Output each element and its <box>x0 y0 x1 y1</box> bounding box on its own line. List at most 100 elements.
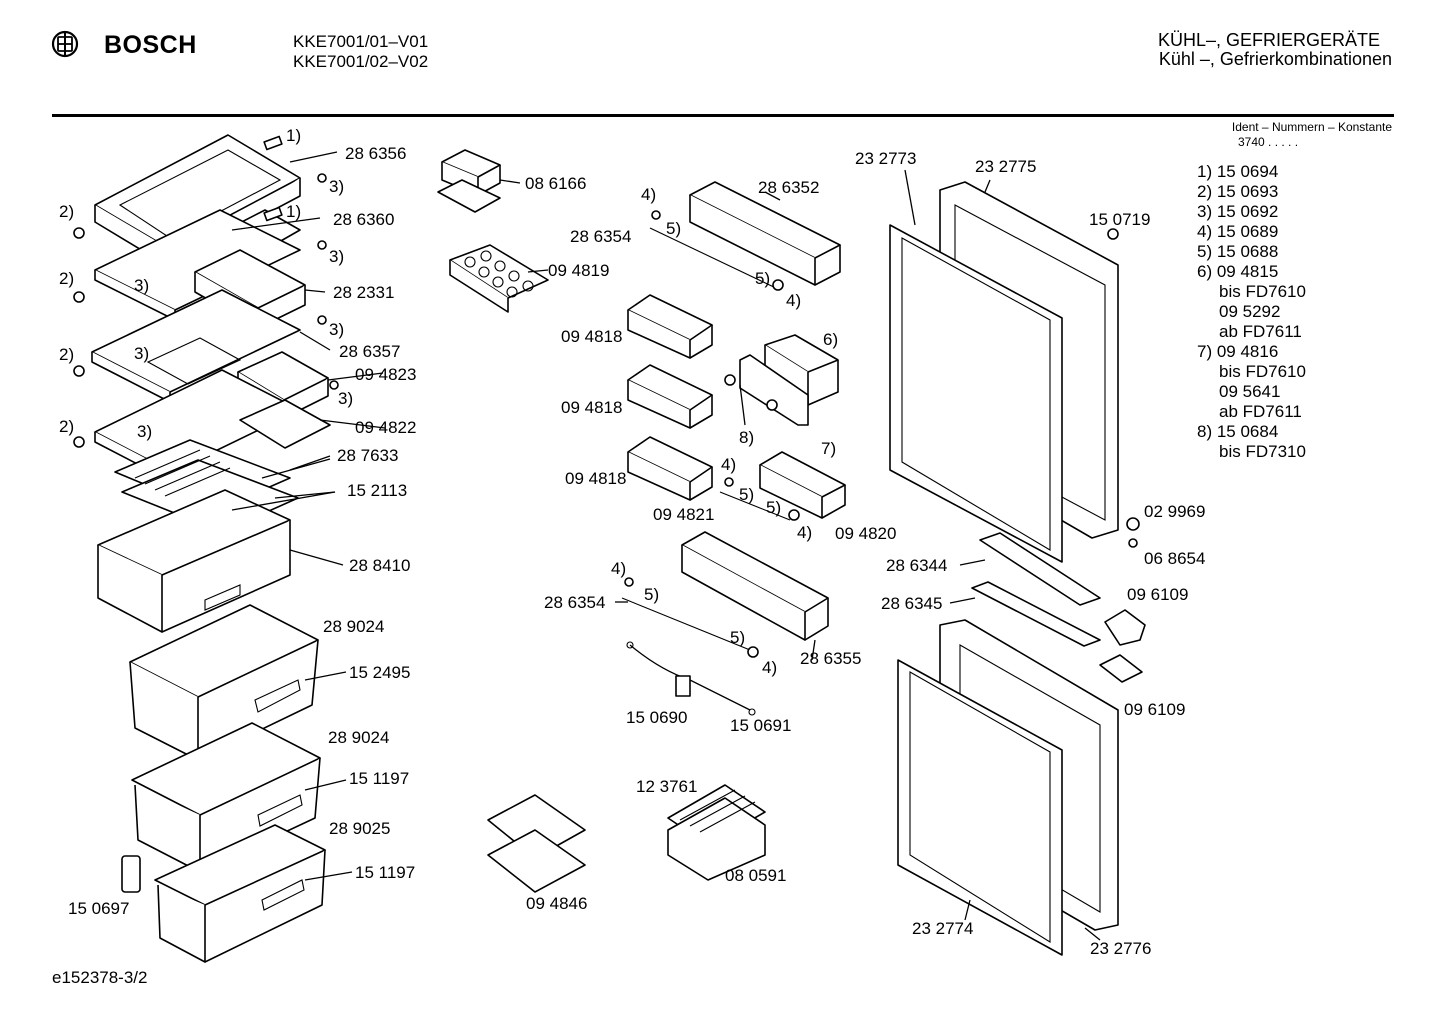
legend: 1) 15 0694 2) 15 0693 3) 15 0692 4) 15 0… <box>1197 162 1306 462</box>
part-label: 15 0697 <box>68 899 130 918</box>
model-number-1: KKE7001/01–V01 <box>293 32 429 51</box>
part-label: 23 2774 <box>912 919 974 938</box>
drawing-id: e152378-3/2 <box>52 968 148 987</box>
part-label: 28 9024 <box>328 728 390 747</box>
drawer-handle-part <box>121 855 141 893</box>
ref-marker: 4) <box>797 523 813 542</box>
part-label: 09 6109 <box>1127 585 1189 604</box>
ref-marker: 4) <box>762 658 778 677</box>
ice-cube-tray <box>667 784 766 881</box>
ref-marker: 1) <box>286 126 302 145</box>
part-label: 28 6354 <box>544 593 606 612</box>
hinge-bracket <box>1099 609 1146 683</box>
part-label: 28 6356 <box>345 144 407 163</box>
part-label: 06 8654 <box>1144 549 1206 568</box>
ref-marker: 2) <box>59 269 75 288</box>
ref-marker: 3) <box>134 344 150 363</box>
legend-item: 09 5641 <box>1219 382 1281 401</box>
category-title: KÜHL–, GEFRIERGERÄTE <box>1157 30 1380 50</box>
legend-item: ab FD7611 <box>1219 322 1302 341</box>
legend-item: bis FD7610 <box>1219 362 1306 381</box>
part-label: 15 0719 <box>1089 210 1151 229</box>
part-label: 28 6355 <box>800 649 862 668</box>
legend-item: 4) 15 0689 <box>1197 222 1279 241</box>
shelf-3 <box>91 289 301 403</box>
legend-item: 8) 15 0684 <box>1197 422 1279 441</box>
part-label: 28 6344 <box>886 556 948 575</box>
ref-marker: 3) <box>329 320 345 339</box>
legend-item: 5) 15 0688 <box>1197 242 1279 261</box>
legend-item: 3) 15 0692 <box>1197 202 1279 221</box>
door-rack-large-upper <box>649 181 841 291</box>
part-label: 02 9969 <box>1144 502 1206 521</box>
freezer-drawer-1 <box>129 604 319 761</box>
dairy-compartment <box>739 334 839 426</box>
legend-item: 6) 09 4815 <box>1197 262 1279 281</box>
door-bin-2 <box>627 364 713 429</box>
fridge-door-gasket <box>889 224 1063 563</box>
model-number-2: KKE7001/02–V02 <box>293 52 429 71</box>
ref-marker: 5) <box>644 585 660 604</box>
ref-marker: 4) <box>786 291 802 310</box>
part-label: 28 9024 <box>323 617 385 636</box>
ref-marker: 2) <box>59 202 75 221</box>
ref-marker: 4) <box>611 559 627 578</box>
part-label: 28 2331 <box>333 283 395 302</box>
freezer-drawer-top <box>97 489 291 633</box>
cable-heater <box>626 641 756 716</box>
ref-marker: 3) <box>338 389 354 408</box>
legend-item: 09 5292 <box>1219 302 1281 321</box>
ref-marker: 7) <box>821 439 837 458</box>
legend-item: bis FD7610 <box>1219 282 1306 301</box>
legend-item: ab FD7611 <box>1219 402 1302 421</box>
part-label: 15 1197 <box>349 769 410 788</box>
hinge-cover-strip <box>971 532 1101 647</box>
ref-marker: 5) <box>666 219 682 238</box>
part-label: 28 6352 <box>758 178 820 197</box>
legend-item: 2) 15 0693 <box>1197 182 1279 201</box>
butter-box <box>437 149 501 213</box>
door-bin-1 <box>627 294 713 359</box>
leader-lines <box>231 151 1101 941</box>
legend-item: 7) 09 4816 <box>1197 342 1279 361</box>
part-label: 28 6357 <box>339 342 401 361</box>
bosch-logo <box>50 29 80 59</box>
part-label: 15 0690 <box>626 708 688 727</box>
part-label: 15 1197 <box>355 863 416 882</box>
ref-marker: 6) <box>823 330 839 349</box>
part-label: 23 2775 <box>975 157 1037 176</box>
part-label: 08 6166 <box>525 174 587 193</box>
part-label: 28 6354 <box>570 227 632 246</box>
category-subtitle: Kühl –, Gefrierkombinationen <box>1158 49 1392 69</box>
part-label: 09 4818 <box>561 398 623 417</box>
ref-marker: 4) <box>641 185 657 204</box>
ref-marker: 3) <box>137 422 153 441</box>
door-rack-large-lower <box>621 531 829 651</box>
ref-marker: 5) <box>766 498 782 517</box>
ref-marker: 2) <box>59 417 75 436</box>
part-label: 23 2773 <box>855 149 917 168</box>
brand-name: BOSCH <box>104 31 197 59</box>
ref-marker: 5) <box>730 628 746 647</box>
part-label: 15 2495 <box>349 663 411 682</box>
part-label: 09 4818 <box>565 469 627 488</box>
door-stop-parts <box>1107 228 1140 548</box>
egg-tray <box>449 244 549 313</box>
door-bin-4 <box>719 451 846 521</box>
part-label: 09 4823 <box>355 365 417 384</box>
cold-packs <box>487 794 586 893</box>
legend-item: 1) 15 0694 <box>1197 162 1279 181</box>
door-bin-3 <box>627 436 713 501</box>
ref-marker: 8) <box>739 428 755 447</box>
legend-item: bis FD7310 <box>1219 442 1306 461</box>
part-label: 09 4846 <box>526 894 588 913</box>
bosch-armature-icon <box>51 30 79 58</box>
ref-marker: 5) <box>739 485 755 504</box>
ref-marker: 3) <box>329 247 345 266</box>
part-label: 09 4819 <box>548 261 610 280</box>
ref-marker: 4) <box>721 455 737 474</box>
part-label: 28 8410 <box>349 556 411 575</box>
part-label: 12 3761 <box>636 777 698 796</box>
part-label: 15 0691 <box>730 716 792 735</box>
